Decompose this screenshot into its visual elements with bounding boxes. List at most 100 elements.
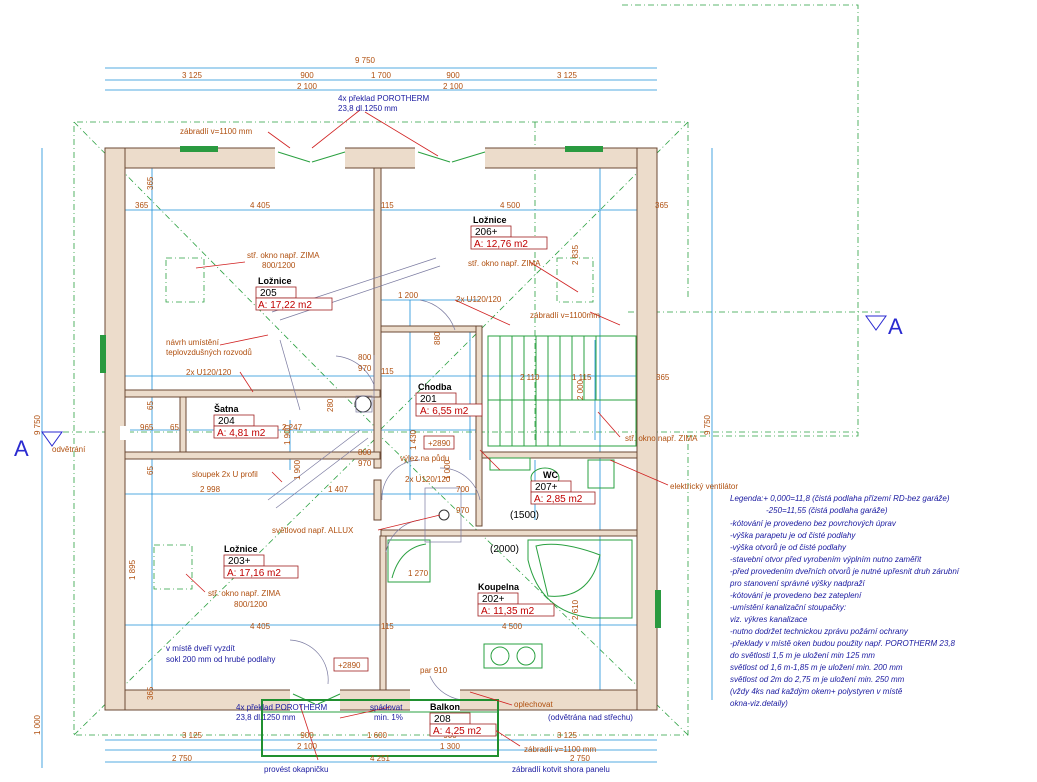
note-flashing: oplechovat [514,700,553,709]
room-name: Šatna [214,403,240,414]
dim-bot-2: 900 [300,731,314,740]
room-area: A: 2,85 m2 [534,494,583,505]
dim-right-overall: 9 750 [703,414,712,435]
elev-corridor: +2890 [428,439,451,448]
legend-line: viz. výkres kanalizace [730,615,808,624]
dim-inner-20: 1 895 [128,559,137,580]
leader-lines [185,109,669,761]
room-name: Ložnice [224,544,258,554]
room-area: A: 12,76 m2 [474,239,528,250]
dim-inner-19: 1 270 [408,569,429,578]
legend-line: do světlosti 1,5 m je uložení min 125 mm [730,651,875,660]
dim-inner-8: 115 [381,367,394,376]
dim-bot-row3-3: 2 750 [570,754,591,763]
room-205: Ložnice 205 A: 17,22 m2 [255,276,333,311]
dim-left-balcony: 1 000 [33,714,42,735]
dim-top-2: 900 [300,71,314,80]
legend-line: -výška otvorů je od čisté podlahy [730,543,847,552]
dim-inner-26: 880 [433,331,442,345]
dim-top-1: 3 125 [182,71,203,80]
note-heating-1: návrh umístění [166,338,220,347]
room-area: A: 11,35 m2 [481,606,535,617]
dim-inner-35: 65 [146,466,155,475]
dim-bot-row3-1: 2 750 [172,754,193,763]
dimension-labels: 9 750 3 125 900 1 700 900 3 125 2 100 2 … [33,56,712,763]
balcony [261,699,499,757]
section-marks: A A [14,314,903,461]
dim-inner-38: 1 430 [409,429,418,450]
note-window-wc: stř. okno např. ZIMA [625,434,698,443]
room-208: Balkon 208 A: 4,25 m2 [429,702,497,737]
staircase [487,335,637,447]
note-lintel-bot-1: 4x překlad POROTHERM [236,703,327,712]
dim-inner-10: 1 115 [572,373,592,382]
dim-inner-33: 65 [170,423,179,432]
roof-outline [50,4,880,736]
dim-inner-12: 2 998 [200,485,221,494]
room-202: Koupelna 202+ A: 11,35 m2 [477,582,555,617]
dim-inner-25: 365 [146,686,155,700]
legend-line: světlost od 2m do 2,75 m je uložení min.… [730,675,905,684]
room-number: 205 [260,288,277,299]
room-name: WC [543,470,558,480]
dim-inner-24: 1 000 [443,459,452,480]
legend-line: -250=11,55 (čistá podlaha garáže) [766,506,888,515]
room-204: Šatna 204 A: 4,81 m2 [213,403,279,439]
note-column: sloupek 2x U profil [192,470,258,479]
note-slope-2: min. 1% [374,713,403,722]
note-u120-1: 2x U120/120 [456,295,502,304]
note-attic: výlez na půdu [400,454,449,463]
legend-line: -umístění kanalizační stoupačky: [730,603,846,612]
note-door-1: v místě dveří vyzdít [166,644,236,653]
dim-inner-31: 65 [146,401,155,410]
dim-inner-27: 800 [358,353,372,362]
legend-line: -před provedením dveřních otvorů je nutn… [730,567,960,576]
elev-balcony-door: +2890 [338,661,361,670]
room-number: 202+ [482,594,505,605]
note-railing-right: zábradlí v=1100mm [530,311,600,320]
dim-left-overall: 9 750 [33,414,42,435]
dim-inner-28: 970 [358,364,372,373]
dim-inner-21: 2 610 [571,599,580,620]
dim-inner-15: 970 [456,506,470,515]
dim-inner-7: 1 200 [398,291,419,300]
note-railing-top: zábradlí v=1100 mm [180,127,252,136]
note-ventilation: odvětrání [52,445,86,454]
note-slope-1: spádovat [370,703,403,712]
dim-inner-30: 970 [358,459,372,468]
room-name: Balkon [430,702,460,712]
room-name: Ložnice [258,276,292,286]
room-number: 203+ [228,556,251,567]
dim-inner-39: 1 900 [293,459,302,480]
dim-inner-37: 2 247 [282,423,303,432]
note-window-205-1: stř. okno např. ZIMA [247,251,320,260]
legend-line: pro stanovení správné výšky nadpraží [729,579,866,588]
legend: Legenda:+ 0,000=11,8 (čistá podlaha příz… [729,494,960,708]
dim-inner-4: 4 500 [500,201,521,210]
room-area: A: 17,16 m2 [227,568,281,579]
window-code-wc: (1500) [510,510,539,521]
room-area: A: 4,81 m2 [217,428,266,439]
dim-inner-23: 2 000 [576,379,585,400]
legend-line: Legenda:+ 0,000=11,8 (čistá podlaha příz… [730,494,950,503]
legend-line: světlost od 1,6 m-1,85 m je uložení min.… [730,663,903,672]
room-number: 204 [218,416,235,427]
note-lintel-top-2: 23,8 dl.1250 mm [338,104,398,113]
note-window-206: stř. okno např. ZIMA [468,259,541,268]
note-window-203-1: stř. okno např. ZIMA [208,589,281,598]
legend-line: -překlady v místě oken budou použity nap… [730,639,956,648]
dim-inner-17: 4 500 [502,622,523,631]
windows [100,146,661,712]
note-fan: elektrický ventilátor [670,482,738,491]
dim-bot-3: 1 600 [367,731,388,740]
bathroom-fixtures [354,395,633,669]
dim-inner-9: 2 110 [520,373,540,382]
note-railing-anchor: zábradlí kotvit shora panelu [512,765,610,774]
note-door-2: sokl 200 mm od hrubé podlahy [166,655,275,664]
annotations: 4x překlad POROTHERM 23,8 dl.1250 mm záb… [52,94,738,774]
section-mark-right: A [888,314,903,339]
room-number: 207+ [535,482,558,493]
dim-inner-11: 365 [656,373,670,382]
dim-top-5: 3 125 [557,71,578,80]
